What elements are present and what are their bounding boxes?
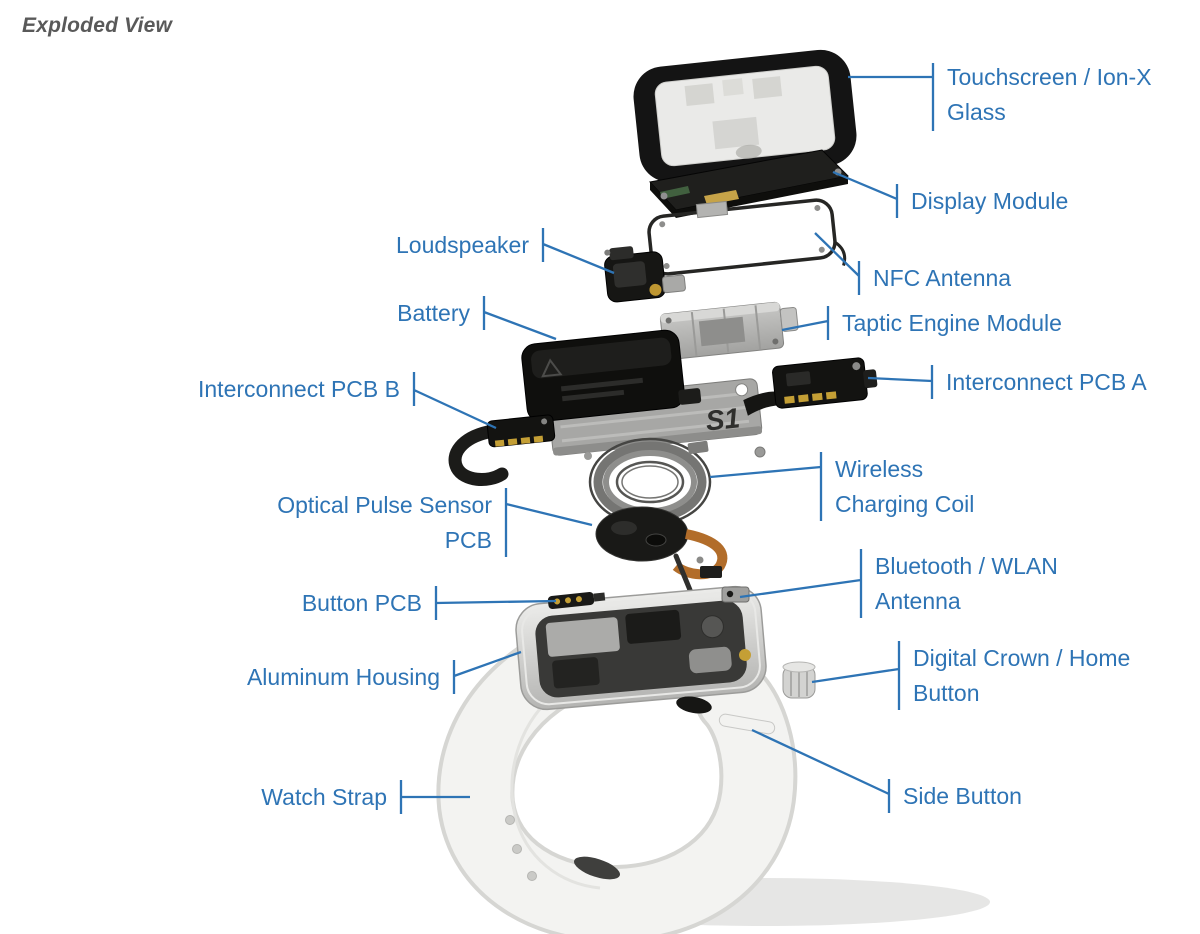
label-optical-pulse-sensor: Optical Pulse Sensor PCB bbox=[277, 492, 492, 553]
label-side-button: Side Button bbox=[903, 783, 1022, 809]
leader-battery bbox=[482, 296, 557, 341]
standoff-screws bbox=[584, 446, 766, 564]
leader-aluminum-housing bbox=[452, 650, 522, 694]
leader-optical-sensor bbox=[504, 488, 593, 557]
label-aluminum-housing: Aluminum Housing bbox=[246, 664, 440, 690]
label-touchscreen-glass: Touchscreen / Ion-X Glass bbox=[947, 64, 1152, 125]
aluminum-housing-part bbox=[515, 585, 767, 711]
label-loudspeaker: Loudspeaker bbox=[396, 232, 529, 258]
label-battery: Battery bbox=[397, 300, 470, 326]
battery-part bbox=[521, 329, 702, 423]
label-wireless-charging-coil: Wireless Charging Coil bbox=[835, 456, 975, 517]
label-bluetooth-wlan-antenna: Bluetooth / WLAN Antenna bbox=[875, 553, 1058, 614]
label-button-pcb: Button PCB bbox=[301, 590, 422, 616]
leader-digital-crown bbox=[811, 641, 901, 710]
leader-watch-strap bbox=[399, 780, 470, 814]
interconnect-pcb-b-part bbox=[448, 414, 556, 486]
nfc-antenna-part bbox=[647, 198, 847, 276]
page-title: Exploded View bbox=[22, 14, 173, 37]
leader-bluetooth-antenna bbox=[739, 549, 863, 618]
touchscreen-glass-part bbox=[633, 49, 857, 183]
case-slot bbox=[676, 696, 712, 714]
leader-loudspeaker bbox=[541, 228, 615, 275]
watch-strap-part bbox=[436, 616, 798, 934]
loudspeaker-part bbox=[604, 246, 686, 303]
leader-taptic-engine bbox=[781, 306, 830, 340]
taptic-engine-part bbox=[659, 301, 799, 361]
optical-pulse-sensor-part bbox=[595, 506, 728, 580]
leader-nfc-antenna bbox=[814, 232, 861, 295]
leader-display-module bbox=[832, 170, 899, 218]
label-interconnect-pcb-b: Interconnect PCB B bbox=[198, 376, 400, 402]
label-interconnect-pcb-a: Interconnect PCB A bbox=[946, 369, 1147, 395]
label-digital-crown: Digital Crown / Home Button bbox=[913, 645, 1131, 706]
label-watch-strap: Watch Strap bbox=[261, 784, 387, 810]
leader-touchscreen bbox=[848, 63, 935, 131]
interconnect-pcb-a-part bbox=[743, 357, 878, 416]
bluetooth-wlan-antenna-part bbox=[721, 586, 750, 603]
label-nfc-antenna: NFC Antenna bbox=[873, 265, 1012, 291]
label-display-module: Display Module bbox=[911, 188, 1069, 214]
button-pcb-part bbox=[547, 592, 606, 609]
leader-wireless-coil bbox=[709, 452, 823, 521]
leader-interconnect-pcb-a bbox=[867, 365, 934, 399]
side-button-part bbox=[718, 713, 776, 735]
leader-interconnect-pcb-b bbox=[412, 372, 497, 430]
label-taptic-engine: Taptic Engine Module bbox=[842, 310, 1062, 336]
leader-lines bbox=[399, 63, 935, 814]
shield-marking-text: S1 bbox=[704, 402, 741, 436]
leader-button-pcb bbox=[434, 586, 557, 620]
digital-crown-part bbox=[782, 661, 816, 699]
leader-side-button bbox=[751, 728, 891, 813]
